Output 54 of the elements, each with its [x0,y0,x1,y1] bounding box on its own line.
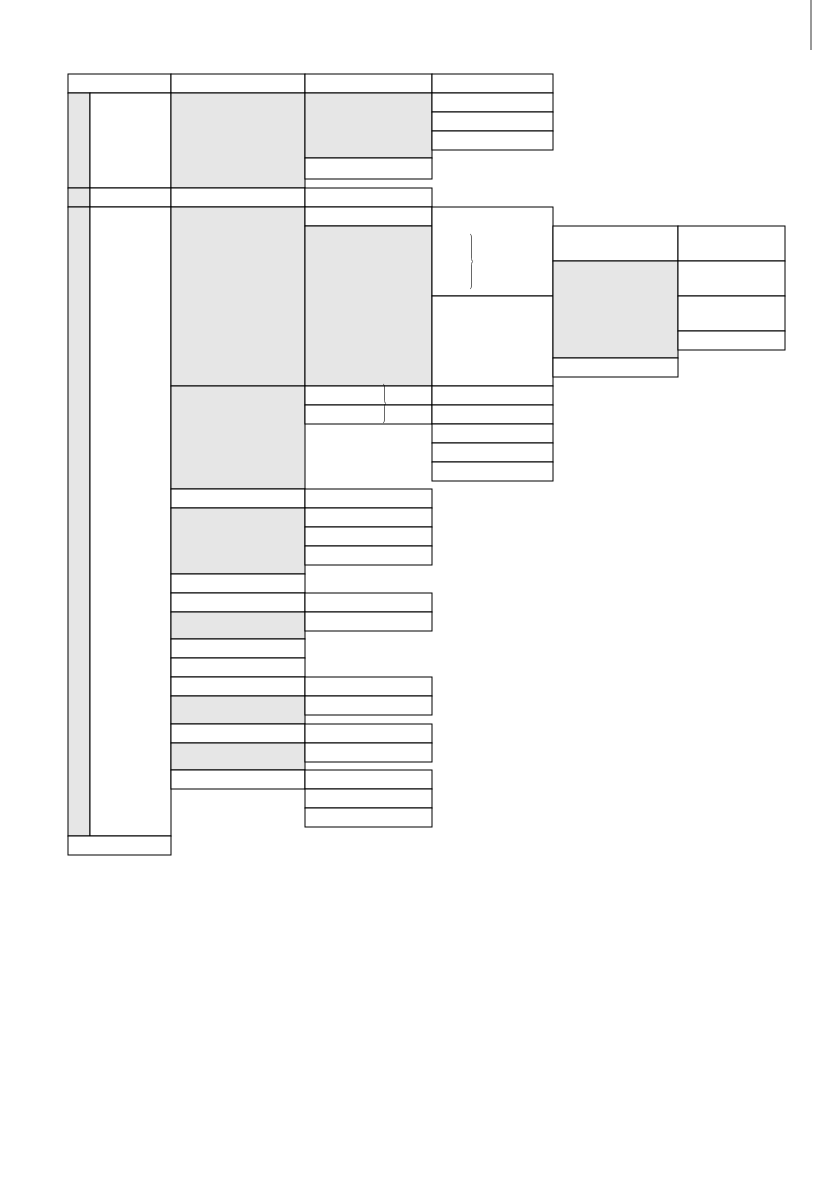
table-cell [304,545,433,566]
table-cell [431,404,554,425]
table-cell [170,592,306,613]
table-cell [677,260,786,297]
table-cell [170,769,306,790]
table-cell [170,187,306,208]
table-cell [170,676,306,697]
table-cell [170,385,306,490]
table-cell [67,187,91,208]
table-cell [431,385,554,406]
table-cell [170,742,306,771]
table-cell [170,657,306,678]
table-cell [552,357,679,378]
table-cell [304,807,433,828]
table-cell [304,187,433,208]
table-cell [304,507,433,528]
table-cell [304,157,433,180]
table-cell [304,92,433,159]
table-cell [304,404,433,425]
table-cell [304,225,433,387]
table-cell [304,488,433,509]
table-cell [304,611,433,632]
table-cell [170,507,306,575]
table-cell [170,695,306,725]
table-cell [304,788,433,809]
table-cell [304,592,433,613]
table-cell [431,130,554,151]
table-cell [431,442,554,463]
table-cell [431,92,554,113]
table-cell [170,638,306,659]
table-cell [677,295,786,332]
table-cell [431,461,554,482]
table-cell [677,330,786,351]
table-cell [304,676,433,697]
table-cell [170,573,306,594]
table-cell [431,111,554,132]
table-cell [552,260,679,359]
table-cell [170,723,306,744]
table-cell [170,73,306,94]
table-cell [304,742,433,763]
table-cell [170,611,306,640]
table-cell [677,225,786,262]
table-cell [431,423,554,444]
table-cell [170,92,306,189]
table-cell [170,206,306,387]
table-cell [552,225,679,262]
table-cell [431,206,554,297]
table-cell [431,73,554,94]
table-cell [304,526,433,547]
table-cell [304,769,433,790]
table-cell [304,695,433,716]
table-cell [304,723,433,744]
table-cell [170,488,306,509]
table-cell [67,835,172,856]
